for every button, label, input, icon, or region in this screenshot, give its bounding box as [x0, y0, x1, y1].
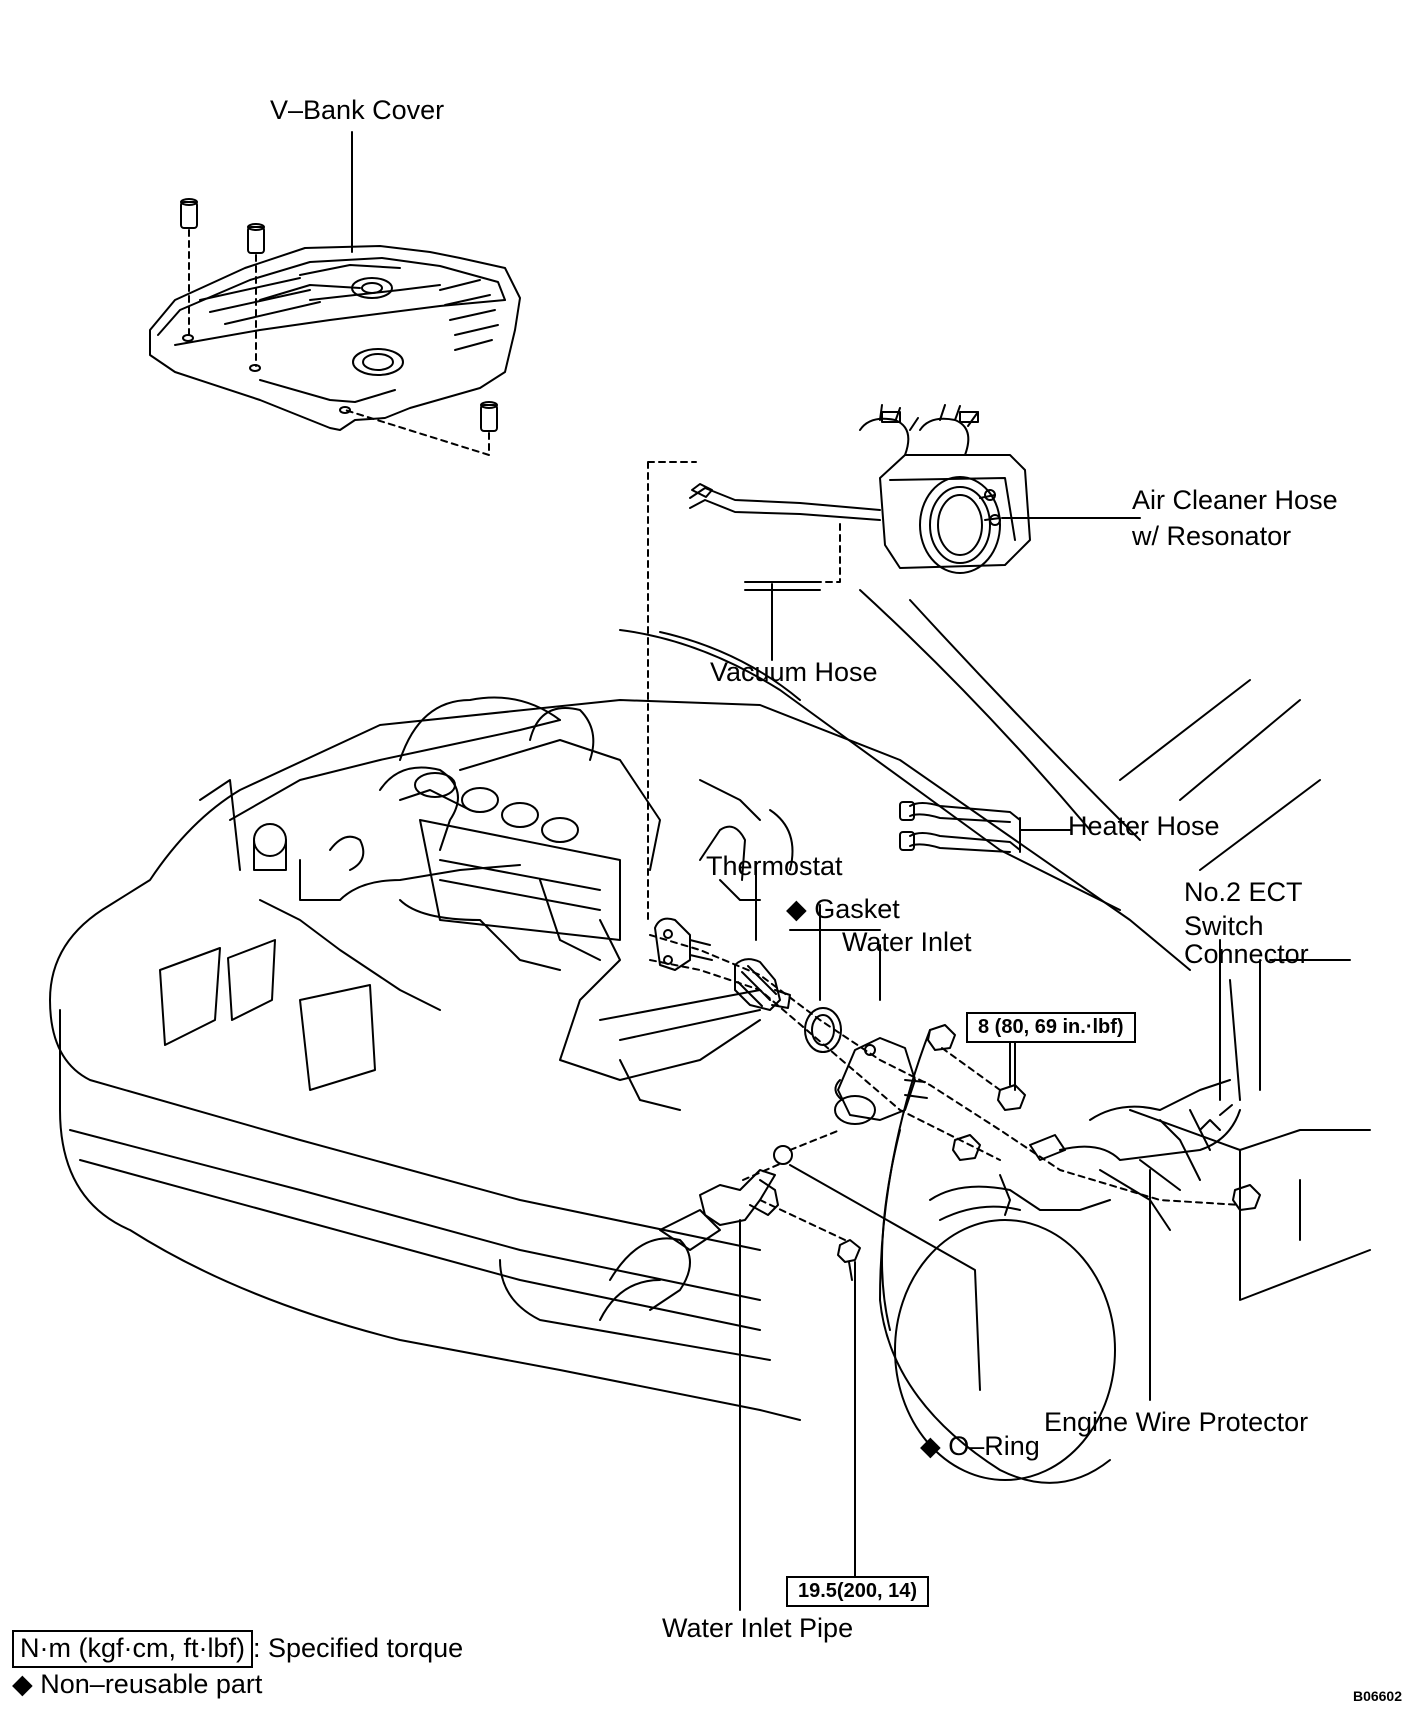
engine-bay-drawing: [229, 707, 794, 1111]
ect-connector-label-line1: No.2 ECT: [1184, 877, 1303, 907]
bolt-torque-spec: 19.5(200, 14): [786, 1576, 929, 1607]
o-ring-label: ◆ O–Ring: [920, 1431, 1040, 1461]
thermostat-label: Thermostat: [706, 851, 843, 881]
engine-wire-protector-label: Engine Wire Protector: [1044, 1407, 1309, 1437]
figure-id: B06602: [1352, 1688, 1402, 1704]
air-cleaner-hose-drawing: [859, 404, 1031, 574]
vacuum-hose-drawing: [647, 461, 881, 921]
heater-hose-label: Heater Hose: [1068, 811, 1220, 841]
vehicle-body-drawing: [49, 589, 1371, 1484]
legend-torque-desc: : Specified torque: [252, 1633, 464, 1663]
legend-torque: N·m (kgf·cm, ft·lbf): Specified torque: [12, 1630, 463, 1668]
vacuum-hose-label: Vacuum Hose: [710, 657, 878, 687]
air-cleaner-hose-label: Air Cleaner Hose: [1132, 485, 1338, 515]
nut-torque-spec: 8 (80, 69 in.·lbf): [966, 1012, 1136, 1043]
v-bank-cover-drawing: [149, 198, 521, 456]
ect-connector-label-line3: Connector: [1184, 939, 1309, 969]
v-bank-cover-label: V–Bank Cover: [270, 95, 445, 125]
gasket-label: ◆ Gasket: [786, 894, 900, 924]
thermostat-assembly-drawing: [599, 861, 1261, 1611]
ect-connector-label-line2: Switch: [1184, 911, 1264, 941]
air-cleaner-hose-sublabel: w/ Resonator: [1132, 521, 1292, 551]
water-inlet-label: Water Inlet: [842, 927, 972, 957]
legend-non-reusable: ◆ Non–reusable part: [12, 1669, 263, 1699]
heater-hose-drawing: [899, 801, 1071, 853]
water-inlet-pipe-label: Water Inlet Pipe: [662, 1613, 854, 1643]
legend-torque-box: N·m (kgf·cm, ft·lbf): [12, 1630, 253, 1668]
